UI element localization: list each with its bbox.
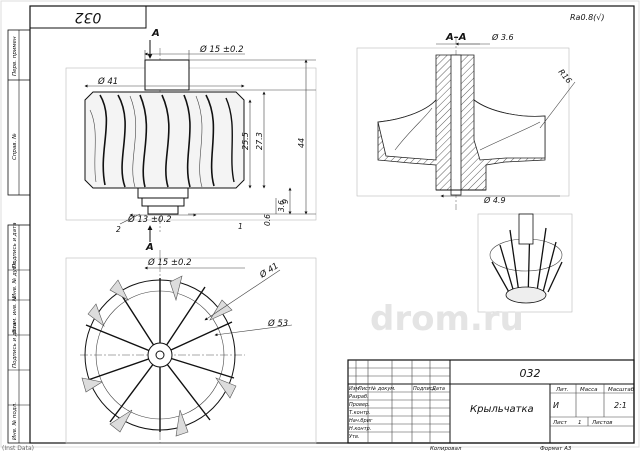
dim-d53: Ø 53 bbox=[267, 318, 288, 329]
dim-3-6: 3.6 bbox=[277, 200, 286, 212]
dim-d13: Ø 13 ±0.2 bbox=[127, 214, 172, 225]
watermark: drom.ru bbox=[370, 299, 524, 339]
tb-row-nachbrig: Нач.бриг bbox=[349, 418, 373, 424]
stamp-number: 032 bbox=[75, 9, 102, 25]
dim-0-6: 0.6 bbox=[263, 214, 272, 226]
tb-sheet-value: 1 bbox=[578, 420, 582, 426]
tb-sheet-label: Лист bbox=[552, 420, 568, 426]
tb-head-izm: Изм bbox=[349, 386, 359, 392]
tb-format: Формат А3 bbox=[540, 446, 572, 452]
section-label-top: A bbox=[151, 28, 160, 39]
margin-label-1: Справ. № bbox=[12, 133, 18, 160]
tb-row-nkontr: Н.контр. bbox=[349, 426, 371, 432]
margin-label-0: Перв. примен bbox=[12, 36, 18, 76]
tb-row-razrab: Разраб. bbox=[349, 394, 369, 400]
tb-row-tkontr: Т.контр. bbox=[349, 410, 371, 416]
dim-9: 9 bbox=[281, 199, 290, 204]
front-view: A A Ø 15 ±0.2 Ø 41 Ø 13 ±0.2 25.5 27.3 4… bbox=[65, 28, 317, 253]
tb-head-list: Лист bbox=[357, 386, 372, 392]
dim-44: 44 bbox=[297, 138, 306, 148]
dim-1: 1 bbox=[238, 222, 243, 231]
tb-lit-value: И bbox=[553, 401, 559, 410]
plan-view: Ø 15 ±0.2 Ø 41 Ø 53 bbox=[65, 250, 317, 444]
tb-scale-value: 2:1 bbox=[614, 401, 627, 410]
section-label-bottom: A bbox=[145, 242, 154, 253]
margin-label-2: Подпись и дата bbox=[12, 222, 18, 268]
section-view-title: A–A bbox=[445, 32, 466, 43]
section-view: A–A Ø 3.6 R16 Ø 4.9 bbox=[356, 32, 576, 210]
tb-copied: Копировал bbox=[430, 446, 462, 452]
tb-scale-label: Масштаб bbox=[608, 387, 635, 393]
roughness-mark: Ra0.8(√) bbox=[570, 13, 605, 22]
dim-d3-6: Ø 3.6 bbox=[491, 32, 514, 42]
dim-27-3: 27.3 bbox=[255, 132, 264, 150]
left-margin-strip: Перв. примен Справ. № Подпись и дата Инв… bbox=[7, 29, 31, 444]
tb-row-utv: Утв. bbox=[349, 434, 360, 440]
tb-sheets-label: Листов bbox=[591, 420, 613, 426]
margin-label-3: Инв. № дубл. bbox=[12, 260, 18, 298]
dim-d15-top: Ø 15 ±0.2 bbox=[199, 44, 244, 55]
tb-head-sign: Подпись bbox=[413, 386, 436, 392]
dim-25-5: 25.5 bbox=[241, 132, 250, 150]
isometric-view bbox=[477, 213, 573, 313]
drawing-frame bbox=[29, 5, 635, 444]
tb-row-prover: Провер. bbox=[349, 402, 370, 408]
tb-head-doc: № докум. bbox=[370, 386, 396, 392]
corner-caption: (Inst Data) bbox=[2, 445, 34, 452]
tb-head-date: Дата bbox=[431, 386, 445, 392]
tb-lit-label: Лит. bbox=[555, 387, 569, 393]
margin-label-4: Взам. инв. № bbox=[12, 295, 18, 333]
dim-d41-top: Ø 41 bbox=[97, 76, 118, 87]
margin-label-6: Инв. № подл. bbox=[12, 402, 18, 440]
dim-2: 2 bbox=[116, 225, 121, 234]
stamp-box bbox=[29, 5, 147, 29]
tb-mass-label: Масса bbox=[580, 387, 598, 393]
dim-d15-bottom: Ø 15 ±0.2 bbox=[147, 257, 192, 268]
tb-doc-number: 032 bbox=[520, 367, 541, 380]
tb-part-name: Крыльчатка bbox=[470, 404, 534, 415]
margin-label-5: Подпись и дата bbox=[12, 322, 18, 368]
title-block: Изм Лист № докум. Подпись Дата Разраб. П… bbox=[347, 359, 635, 444]
dim-d4-9: Ø 4.9 bbox=[483, 195, 506, 205]
